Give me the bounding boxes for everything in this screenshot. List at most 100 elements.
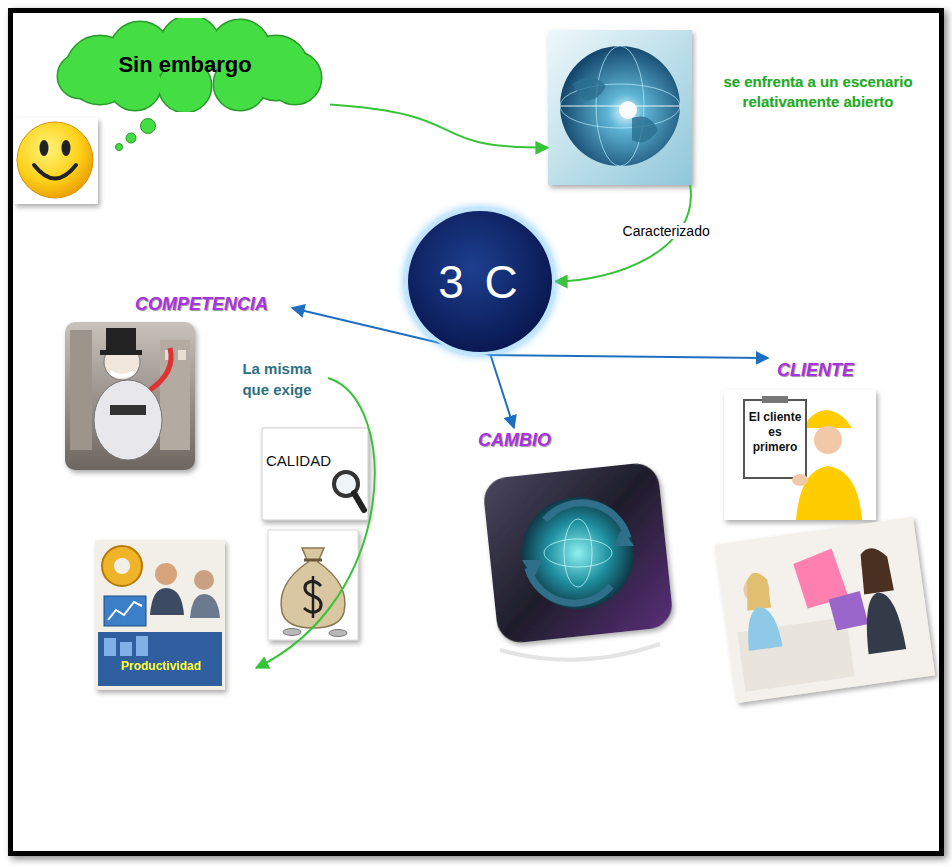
client-picture xyxy=(792,474,808,486)
note-text: La misma que exige xyxy=(228,358,326,400)
globe-picture xyxy=(548,30,692,185)
change-icon xyxy=(545,503,628,538)
shopping-picture xyxy=(715,517,935,703)
client-picture xyxy=(724,390,876,520)
node-text: 3 C xyxy=(438,255,522,309)
productivity-picture xyxy=(104,596,146,626)
smiley-face xyxy=(14,118,98,204)
client-picture xyxy=(814,426,842,454)
competition-picture xyxy=(94,380,162,460)
money-bag-picture xyxy=(329,630,347,637)
shopping-picture xyxy=(858,546,894,595)
productivity-picture xyxy=(150,588,184,615)
three-c-circle: 3 C xyxy=(405,208,555,355)
thought-bubbles xyxy=(116,119,156,151)
smiley-face xyxy=(62,140,71,156)
competition-picture xyxy=(106,328,136,352)
money-bag-picture xyxy=(312,576,315,618)
money-bag-picture xyxy=(281,548,345,628)
productivity-picture xyxy=(95,540,225,690)
connector-arrow xyxy=(330,104,548,147)
shopping-picture xyxy=(715,517,935,703)
change-icon xyxy=(482,461,674,644)
client-picture xyxy=(804,410,852,428)
productivity-picture xyxy=(104,638,116,656)
node-text: COMPETENCIA xyxy=(135,294,268,315)
thought-cloud: Sin embargo xyxy=(40,18,330,112)
node-text: CLIENTE xyxy=(777,360,854,381)
competition-picture xyxy=(110,405,146,415)
cloud-shape xyxy=(269,52,321,104)
thought-bubbles xyxy=(141,119,156,134)
client-picture xyxy=(744,400,806,478)
client-picture xyxy=(724,390,876,520)
picture-caption: Productividad xyxy=(104,659,218,673)
competition-picture xyxy=(65,322,195,470)
shopping-picture xyxy=(742,571,771,611)
globe-node: se enfrenta a un escenario relativamente… xyxy=(548,30,925,185)
change-icon xyxy=(528,568,611,603)
quality-picture xyxy=(262,428,368,520)
sign-text: El cliente es primero xyxy=(748,410,802,455)
competition-picture xyxy=(65,322,195,470)
competition-picture xyxy=(100,350,142,355)
node-text: Sin embargo xyxy=(118,52,251,78)
smiley-face xyxy=(40,140,49,156)
globe-picture xyxy=(619,101,637,119)
change-icon xyxy=(614,528,634,546)
cloud-shape xyxy=(269,52,321,104)
smiley-face xyxy=(14,118,98,204)
client-node: CLIENTE xyxy=(715,358,905,702)
change-node: CAMBIO xyxy=(470,428,690,660)
edge-label: Caracterizado xyxy=(623,223,710,239)
quality-picture xyxy=(354,493,364,510)
competition-picture xyxy=(70,330,92,450)
client-picture xyxy=(762,396,788,403)
node-text: se enfrenta a un escenario relativamente… xyxy=(718,72,918,113)
productivity-picture xyxy=(120,642,132,656)
money-bag-picture xyxy=(304,559,322,562)
cloud-shape xyxy=(58,54,102,98)
picture-caption: CALIDAD xyxy=(266,452,340,469)
change-icon xyxy=(482,461,674,659)
smiley-face xyxy=(34,165,76,179)
productivity-picture xyxy=(98,632,222,686)
change-icon xyxy=(522,560,542,578)
shopping-picture xyxy=(860,590,906,655)
shopping-picture xyxy=(743,605,783,651)
bracket-arrow xyxy=(256,378,375,668)
change-icon xyxy=(522,497,634,609)
productivity-picture xyxy=(114,558,130,574)
competition-picture xyxy=(110,372,134,376)
smiley-face xyxy=(17,122,93,198)
connector-arrow xyxy=(491,355,769,358)
shopping-picture xyxy=(828,590,869,631)
productivity-picture xyxy=(95,540,225,690)
node-text: CAMBIO xyxy=(478,430,551,451)
change-icon xyxy=(564,519,592,587)
competition-picture xyxy=(150,348,171,390)
connector-arrow xyxy=(491,355,515,428)
cloud-shape xyxy=(58,54,102,98)
globe-picture xyxy=(548,30,692,185)
productivity-picture xyxy=(155,563,177,585)
productivity-picture xyxy=(190,594,220,618)
productivity-picture xyxy=(194,570,214,590)
productivity-picture xyxy=(102,546,142,586)
change-icon xyxy=(544,539,612,567)
competition-picture xyxy=(178,350,186,360)
globe-picture xyxy=(572,77,606,100)
productivity-picture xyxy=(108,602,142,620)
thought-bubbles xyxy=(126,133,136,143)
globe-picture xyxy=(560,105,680,107)
globe-picture xyxy=(632,117,658,143)
productivity-picture xyxy=(136,636,148,656)
quality-picture xyxy=(262,428,368,520)
change-icon xyxy=(500,644,660,660)
competition-picture xyxy=(160,340,190,450)
money-bag-picture xyxy=(283,629,301,636)
globe-picture xyxy=(560,46,680,166)
thought-bubbles xyxy=(116,144,123,151)
